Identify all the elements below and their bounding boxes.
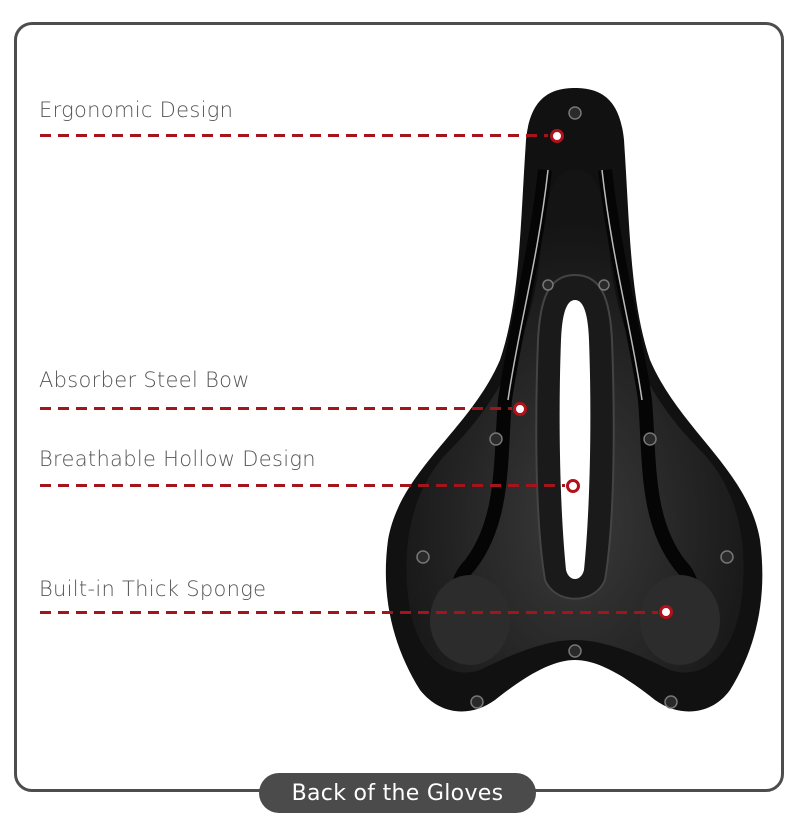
callout-line-breathable-hollow-design [40, 484, 565, 487]
callout-label-ergonomic-design: Ergonomic Design [39, 98, 234, 122]
callout-marker-icon [513, 402, 527, 416]
callout-label-built-in-thick-sponge: Built-in Thick Sponge [39, 577, 267, 601]
callout-marker-icon [566, 479, 580, 493]
caption-badge: Back of the Gloves [259, 773, 536, 813]
caption-text: Back of the Gloves [291, 780, 504, 806]
callout-marker-icon [550, 129, 564, 143]
callout-label-absorber-steel-bow: Absorber Steel Bow [39, 368, 250, 392]
callout-line-ergonomic-design [40, 134, 548, 137]
callout-line-built-in-thick-sponge [40, 611, 658, 614]
callout-label-breathable-hollow-design: Breathable Hollow Design [39, 447, 316, 471]
callout-marker-icon [659, 605, 673, 619]
callout-line-absorber-steel-bow [40, 407, 512, 410]
